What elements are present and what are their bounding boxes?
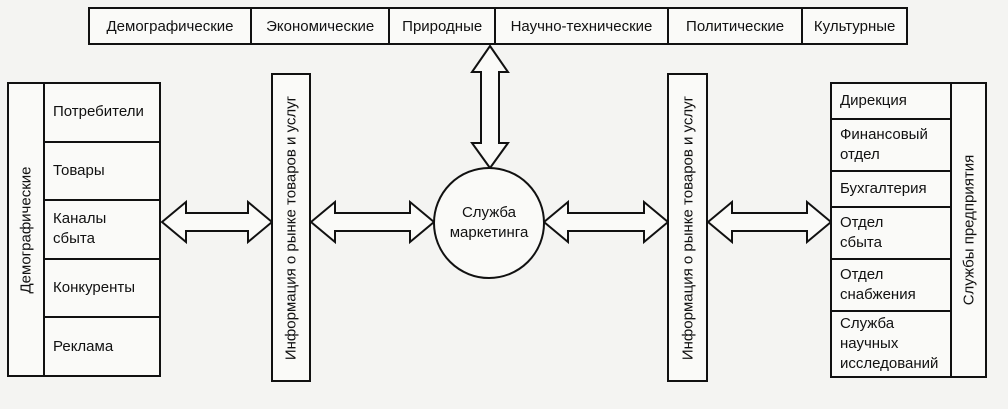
right-group-item: Финансовый отдел: [832, 120, 950, 172]
env-factor: Демографические: [90, 9, 253, 43]
right-group-item: Отдел снабжения: [832, 260, 950, 312]
double-arrow-right-info-group: [706, 199, 833, 245]
left-group-item: Каналы сбыта: [45, 201, 159, 260]
left-group-item: Реклама: [53, 337, 114, 355]
right-info-label: Информация о рынке товаров и услуг: [679, 95, 696, 360]
right-group-item: Служба научных исследований: [840, 315, 939, 372]
env-factor: Научно-технические: [496, 9, 669, 43]
left-group-item: Конкуренты: [45, 260, 159, 319]
marketing-service-circle: Служба маркетинга: [433, 167, 545, 279]
right-group-item: Отдел сбыта: [832, 208, 950, 260]
left-group-item: Товары: [45, 143, 159, 202]
double-arrow-left-group-info: [160, 199, 274, 245]
left-group-list: Потребители Товары Каналы сбыта Конкурен…: [45, 84, 159, 375]
left-group-box: Демографические Потребители Товары Канал…: [7, 82, 161, 377]
right-group-item: Дирекция: [832, 84, 950, 120]
environment-factors-bar: Демографические Экономические Природные …: [88, 7, 908, 45]
left-group-item: Потребители: [45, 84, 159, 143]
left-info-label: Информация о рынке товаров и услуг: [282, 95, 300, 360]
env-factor: Культурные: [813, 17, 896, 35]
right-info-box: Информация о рынке товаров и услуг: [667, 73, 708, 382]
left-group-label-column: Демографические: [9, 84, 45, 375]
right-group-list: Дирекция Финансовый отдел Бухгалтерия От…: [832, 84, 952, 376]
double-arrow-left-info-marketing: [309, 199, 436, 245]
double-arrow-marketing-right-info: [542, 199, 670, 245]
double-arrow-env-marketing: [470, 44, 510, 170]
right-group-box: Дирекция Финансовый отдел Бухгалтерия От…: [830, 82, 987, 378]
right-group-item: Бухгалтерия: [832, 172, 950, 208]
env-factor: Экономические: [252, 9, 391, 43]
left-group-label: Демографические: [17, 166, 35, 293]
right-group-label-column: Службы предприятия: [952, 84, 985, 376]
env-factor: Политические: [669, 9, 804, 43]
left-info-box: Информация о рынке товаров и услуг: [271, 73, 311, 382]
right-group-label: Службы предприятия: [960, 154, 977, 306]
env-factor: Природные: [390, 9, 497, 43]
